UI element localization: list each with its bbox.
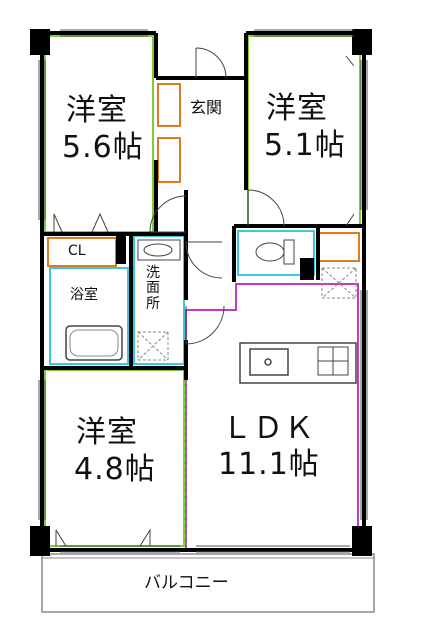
bedroom-ne-name: 洋室 bbox=[266, 91, 328, 126]
closet-label: CL bbox=[68, 243, 86, 259]
storage-entry-2 bbox=[157, 137, 181, 183]
bath-outline bbox=[49, 267, 129, 365]
bedroom-nw-size: 5.6帖 bbox=[62, 130, 144, 165]
toilet-fixture bbox=[255, 239, 295, 265]
washroom-label: 洗面所 bbox=[146, 265, 160, 312]
windows bbox=[38, 29, 368, 553]
balcony-label: バルコニー bbox=[144, 573, 229, 593]
pillar-toilet bbox=[300, 258, 314, 280]
bedroom-ne-size: 5.1帖 bbox=[264, 128, 346, 163]
balcony bbox=[41, 553, 375, 613]
pillar-closet bbox=[116, 236, 126, 264]
bedroom-nw-name: 洋室 bbox=[66, 93, 128, 128]
bedroom-sw-size: 4.8帖 bbox=[74, 452, 156, 487]
ldk-name: ＬＤＫ bbox=[222, 411, 315, 446]
column-se bbox=[352, 526, 372, 556]
column-nw bbox=[30, 29, 50, 55]
fridge-space bbox=[321, 267, 357, 299]
doors bbox=[53, 47, 355, 547]
kitchen-counter bbox=[239, 342, 357, 384]
column-sw bbox=[30, 526, 50, 556]
bathtub bbox=[65, 325, 123, 361]
storage-entry-1 bbox=[157, 83, 181, 127]
column-ne bbox=[352, 29, 372, 55]
bath-label: 浴室 bbox=[70, 287, 98, 303]
bathtub-inner bbox=[69, 329, 119, 357]
wash-basin bbox=[137, 239, 181, 261]
washing-machine-space bbox=[137, 331, 169, 361]
toilet-outline bbox=[237, 230, 315, 276]
ldk-size: 11.1帖 bbox=[218, 447, 320, 482]
entrance-label: 玄関 bbox=[190, 98, 223, 117]
storage-ne bbox=[318, 232, 360, 262]
bedroom-sw-name: 洋室 bbox=[76, 415, 138, 450]
